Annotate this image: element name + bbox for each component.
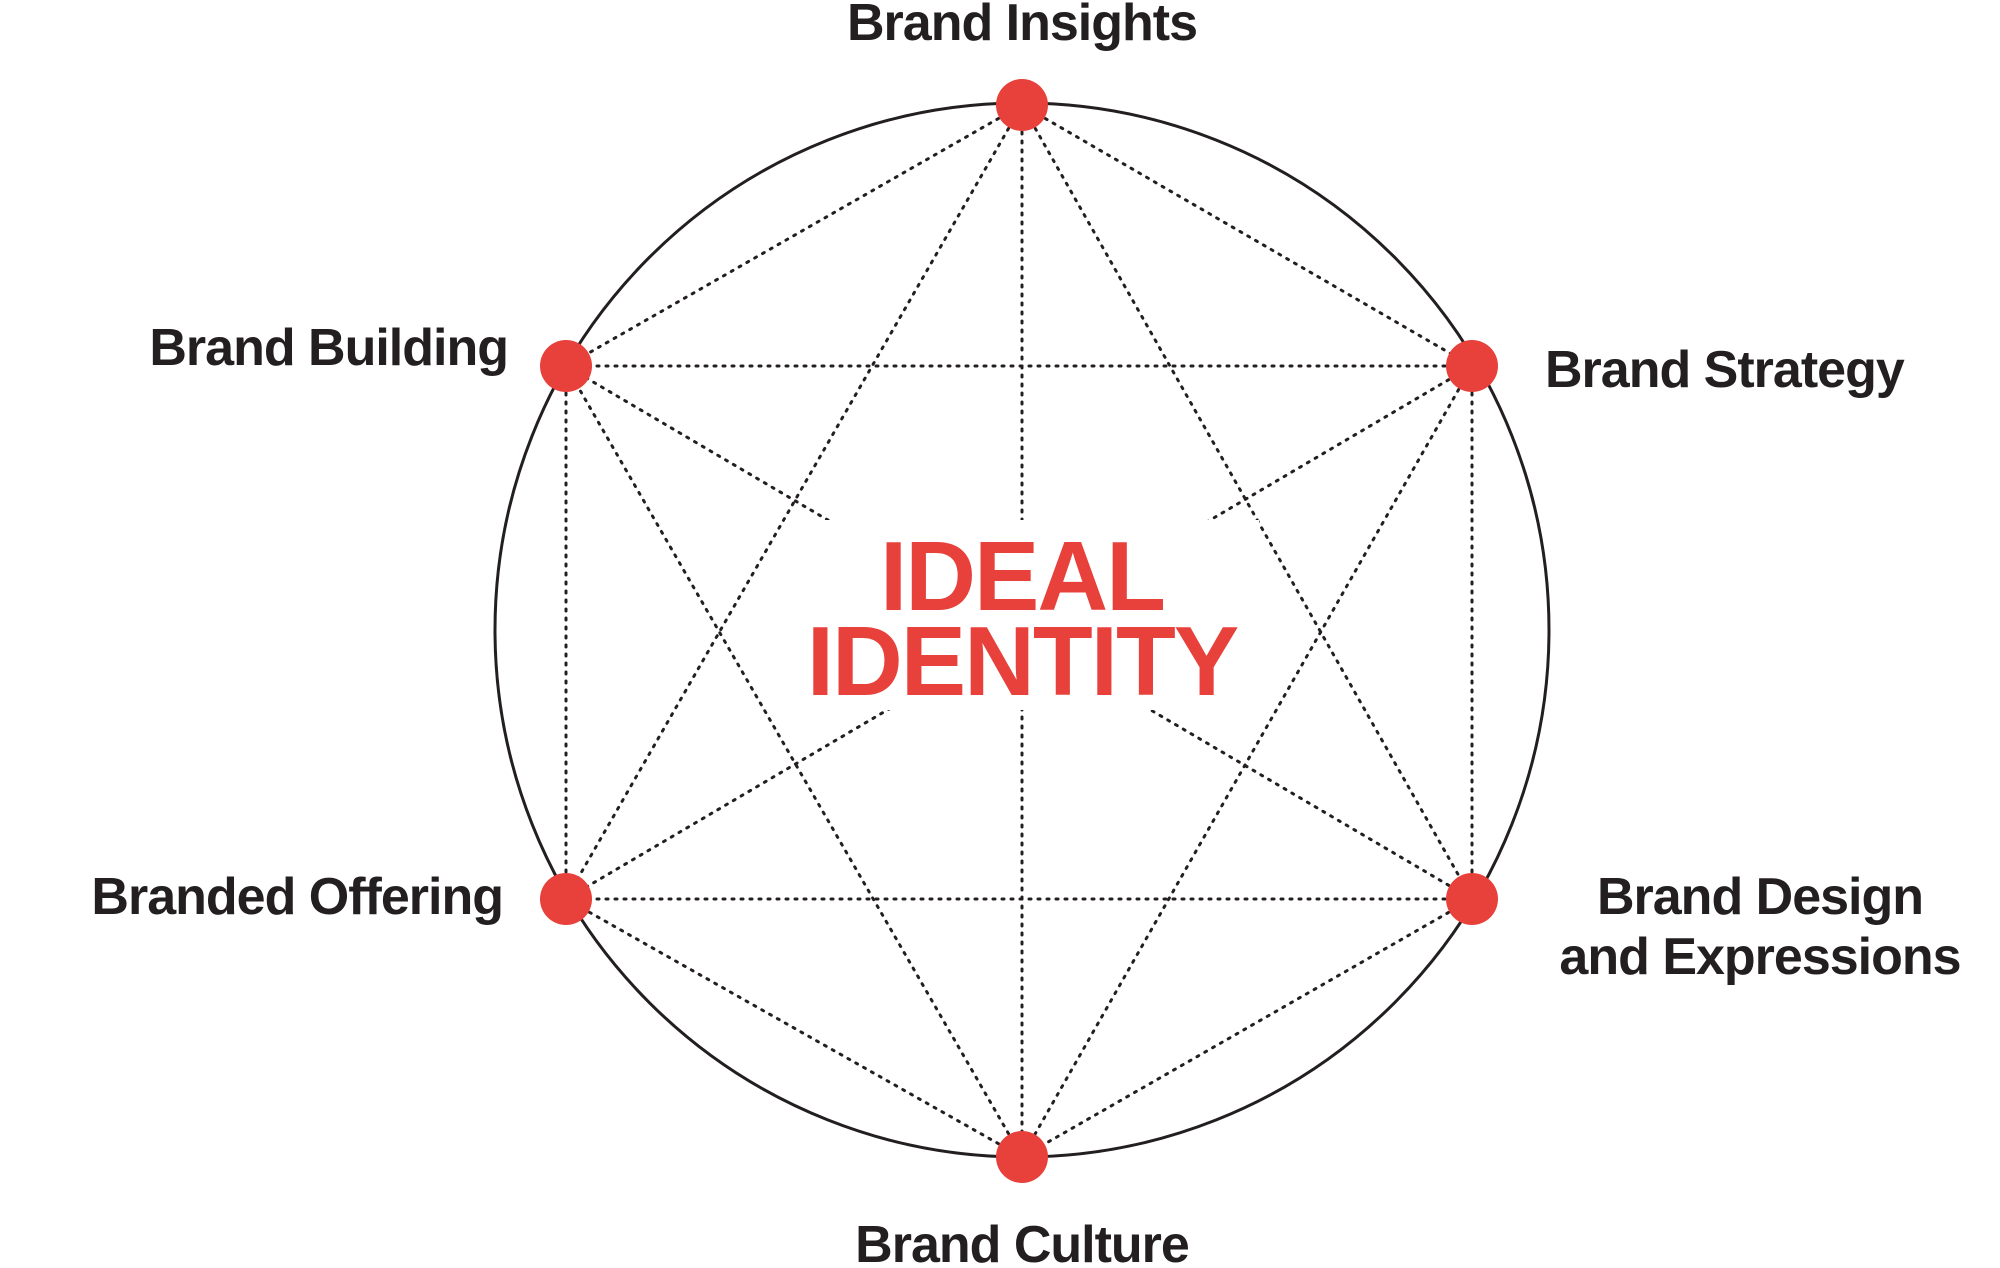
node-dots <box>540 79 1498 1183</box>
node-dot-strategy <box>1446 340 1498 392</box>
node-label-strategy-line-1: Brand Strategy <box>1545 341 1905 399</box>
connector-strategy-offering <box>564 364 1474 901</box>
node-label-design-line-1: Brand Design <box>1597 868 1923 926</box>
center-label-line-1: IDEAL <box>880 521 1164 631</box>
connector-strategy-culture <box>1020 364 1474 1159</box>
connector-culture-building <box>564 364 1024 1159</box>
node-label-building-line-1: Brand Building <box>149 319 508 377</box>
node-dot-building <box>540 340 592 392</box>
node-label-building: Brand Building <box>149 319 508 377</box>
node-label-offering-line-1: Branded Offering <box>91 868 503 926</box>
node-dot-design <box>1446 873 1498 925</box>
node-dot-offering <box>540 873 592 925</box>
node-dot-insights <box>996 79 1048 131</box>
connector-design-culture <box>1020 897 1474 1159</box>
node-label-culture-line-1: Brand Culture <box>855 1216 1189 1268</box>
node-label-insights-line-1: Brand Insights <box>847 0 1197 52</box>
connector-lines <box>564 103 1474 1159</box>
node-label-strategy: Brand Strategy <box>1545 341 1905 399</box>
center-label-backdrop <box>785 520 1259 710</box>
center-label-line-2: IDENTITY <box>807 606 1238 716</box>
connector-design-building <box>564 364 1474 901</box>
connector-culture-offering <box>564 897 1024 1159</box>
node-label-insights: Brand Insights <box>847 0 1197 52</box>
connector-insights-design <box>1020 103 1474 901</box>
connector-insights-strategy <box>1020 103 1474 368</box>
center-label: IDEAL IDENTITY <box>807 521 1240 716</box>
node-dot-culture <box>996 1131 1048 1183</box>
connector-insights-offering <box>564 103 1024 901</box>
node-label-offering: Branded Offering <box>91 868 503 926</box>
connector-insights-building <box>564 103 1024 368</box>
node-label-design-line-2: and Expressions <box>1559 928 1960 986</box>
node-label-culture: Brand Culture <box>855 1216 1189 1268</box>
